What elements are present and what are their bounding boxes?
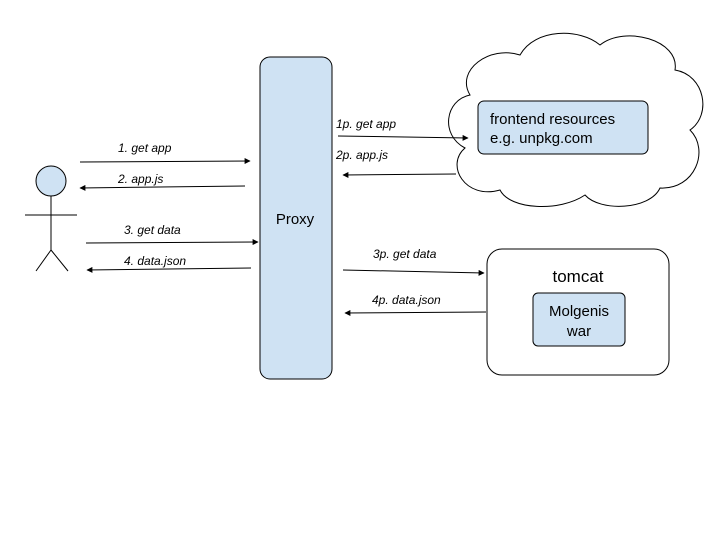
arrow-get-app [79,158,251,165]
edge-label-proxy-app-js: 2p. app.js [335,148,388,162]
tomcat-label: tomcat [552,267,603,286]
edge-label-proxy-get-app: 1p. get app [336,117,396,131]
frontend-example-label: e.g. unpkg.com [490,130,593,147]
edge-label-app-js: 2. app.js [117,172,163,186]
war-label: war [566,323,591,340]
proxy-label: Proxy [276,211,315,228]
arrow-proxy-data-json [344,309,487,316]
edge-label-data-json: 4. data.json [124,254,186,268]
arrow-get-data [85,239,259,246]
arrow-app-js [79,184,246,191]
arrow-proxy-get-data [342,269,485,276]
frontend-resources-label: frontend resources [490,111,615,128]
edge-label-get-app: 1. get app [118,141,172,155]
arrow-proxy-app-js [342,171,457,178]
proxy-box [259,56,333,380]
molgenis-label: Molgenis [549,303,609,320]
edge-label-get-data: 3. get data [124,223,181,237]
frontend-resources-box [477,100,649,155]
edge-label-proxy-data-json: 4p. data.json [372,293,441,307]
arrow-data-json [86,266,252,273]
edge-label-proxy-get-data: 3p. get data [373,247,437,261]
user-actor-icon [25,165,77,272]
arrow-proxy-get-app [337,134,469,141]
molgenis-war-box [532,292,626,347]
